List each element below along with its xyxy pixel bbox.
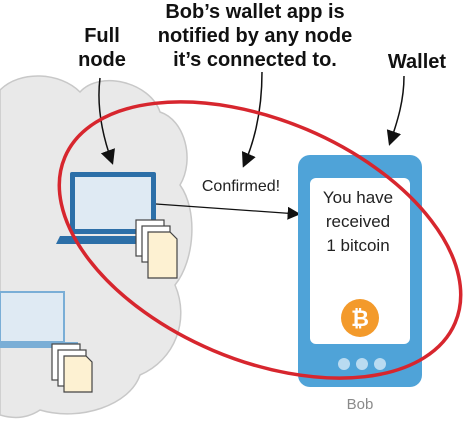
document-stack-icon: [51, 343, 93, 393]
phone-icon: [298, 155, 422, 387]
phone-message: You have received 1 bitcoin: [322, 188, 394, 255]
full-node-label: Full node: [78, 25, 126, 71]
wallet-label: Wallet: [387, 51, 447, 73]
confirmation-arrow: [155, 203, 301, 220]
document-stack-icon: [135, 219, 178, 279]
bitcoin-icon: ₿: [341, 299, 379, 337]
full-node-pointer-arrow: [98, 77, 115, 165]
wallet-app-notice-label: Bob’s wallet app is notified by any node…: [157, 1, 353, 71]
laptop-icon: [0, 291, 78, 348]
confirmed-label: Confirmed!: [201, 178, 281, 195]
svg-text:₿: ₿: [351, 307, 369, 332]
phone-owner-label: Bob: [346, 396, 374, 413]
wallet-pointer-arrow: [386, 75, 405, 146]
app-notice-pointer-arrow: [241, 71, 263, 168]
wallet-scope-ellipse: [57, 100, 463, 380]
